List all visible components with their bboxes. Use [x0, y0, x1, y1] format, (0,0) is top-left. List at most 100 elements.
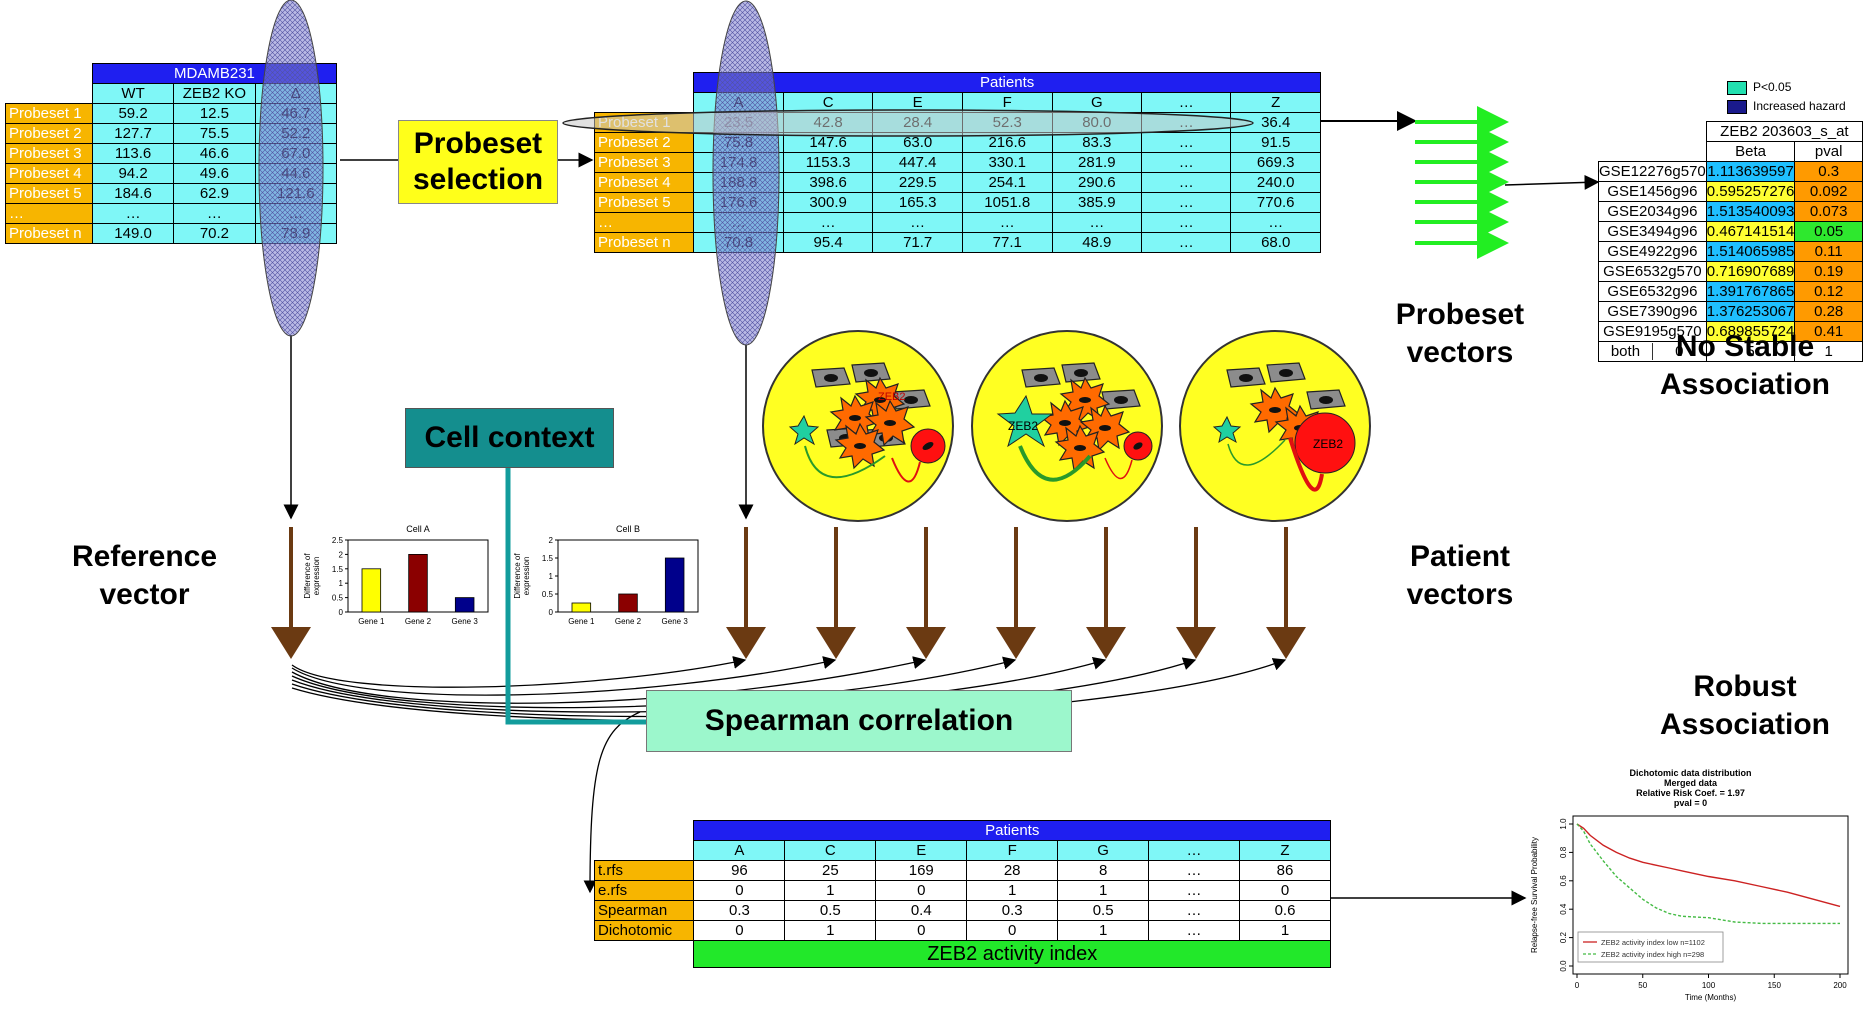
gse-row-label: GSE3494g96 — [1598, 221, 1707, 242]
cell-diagram-b: ZEB2 — [971, 330, 1163, 522]
table-cell: 46.6 — [173, 143, 256, 164]
y-axis-label: Difference ofexpression — [513, 553, 531, 599]
table-cell: 447.4 — [872, 152, 963, 173]
row-label: … — [593, 212, 695, 233]
table-cell: 1 — [1057, 920, 1150, 941]
bar — [454, 597, 475, 613]
table-cell: 80.0 — [1051, 112, 1143, 133]
gse-row-label: GSE1456g96 — [1598, 181, 1707, 202]
table-cell: 0.5 — [784, 900, 877, 921]
table-cell: 0 — [875, 920, 968, 941]
series-line — [1576, 823, 1841, 908]
row-label: Probeset 5 — [5, 183, 93, 204]
table-cell: 169 — [875, 860, 968, 881]
gse-beta-cell: 1.513540093 — [1705, 201, 1796, 222]
column-header: F — [961, 92, 1053, 113]
table-cell: 59.2 — [91, 103, 175, 124]
table-cell: 1153.3 — [782, 152, 874, 173]
row-label: Dichotomic — [593, 920, 695, 941]
gse-row-label: GSE4922g96 — [1598, 241, 1707, 262]
table-cell: 8 — [1057, 860, 1150, 881]
table-cell: 63.0 — [872, 132, 963, 153]
table-cell: 0 — [693, 920, 786, 941]
table-cell: 216.6 — [961, 132, 1053, 153]
column-header: Δ — [254, 83, 338, 104]
gse-footer-label: both — [1599, 343, 1653, 360]
bar — [571, 602, 592, 613]
table-cell: 0.5 — [1057, 900, 1150, 921]
gse-beta-cell: 0.467141514 — [1705, 221, 1796, 242]
table-cell: 398.6 — [782, 172, 874, 193]
table-cell: 127.7 — [91, 123, 175, 144]
zeb2-activity-index-bar: ZEB2 activity index — [693, 940, 1331, 968]
table-cell: 300.9 — [782, 192, 874, 213]
table-cell: … — [254, 203, 338, 224]
legend-item: Increased hazard — [1727, 99, 1846, 114]
table-cell: 113.6 — [91, 143, 175, 164]
table-cell: 147.6 — [782, 132, 874, 153]
table-cell: 96 — [693, 860, 786, 881]
gse-pval-cell: 0.19 — [1794, 261, 1863, 282]
plot-frame — [1572, 815, 1849, 975]
table-cell: 75.5 — [173, 123, 256, 144]
gse-pval-cell: 0.092 — [1794, 181, 1863, 202]
row-label: … — [5, 203, 93, 224]
row-label: Probeset n — [5, 223, 93, 244]
table-cell: 240.0 — [1230, 172, 1321, 193]
gse-row-label: GSE9195g570 — [1598, 321, 1707, 342]
table-cell: 254.1 — [961, 172, 1053, 193]
table-cell: … — [1141, 212, 1232, 233]
column-header: G — [1057, 840, 1150, 861]
chart-title: Cell A — [406, 524, 430, 534]
table-cell: … — [693, 212, 784, 233]
table-cell: 52.3 — [961, 112, 1053, 133]
table-cell: 28.4 — [872, 112, 963, 133]
table-cell: 25 — [784, 860, 877, 881]
table-cell: … — [91, 203, 175, 224]
table-cell: … — [1141, 192, 1232, 213]
table-cell: 70.2 — [173, 223, 256, 244]
table-cell: 1 — [1057, 880, 1150, 901]
gse-table-title: ZEB2 203603_s_at — [1705, 121, 1864, 142]
table-cell: 78.9 — [254, 223, 338, 244]
column-header: E — [875, 840, 968, 861]
column-header: A — [693, 92, 784, 113]
row-label: Probeset 5 — [593, 192, 695, 213]
table-cell: 176.6 — [693, 192, 784, 213]
table-cell: … — [1148, 880, 1240, 901]
gse-column-header: Beta — [1705, 141, 1796, 162]
row-label: Probeset 1 — [5, 103, 93, 124]
column-header: … — [1141, 92, 1232, 113]
cell-diagram-a: ZEB2 — [762, 330, 954, 522]
column-header: Z — [1239, 840, 1331, 861]
x-tick-label: 100 — [1702, 981, 1716, 990]
table-cell: 165.3 — [872, 192, 963, 213]
table-cell: … — [1141, 152, 1232, 173]
table-cell: 0.3 — [966, 900, 1059, 921]
table-cell: 385.9 — [1051, 192, 1143, 213]
legend: P<0.05 Increased hazard — [1727, 80, 1846, 114]
table-cell: 1 — [966, 880, 1059, 901]
legend-label: P<0.05 — [1753, 80, 1792, 94]
row-label: Probeset 4 — [5, 163, 93, 184]
no-stable-association-label: No Stable Association — [1659, 330, 1831, 401]
column-header: … — [1148, 840, 1240, 861]
table-cell: 94.2 — [91, 163, 175, 184]
table-cell: 70.8 — [693, 232, 784, 253]
gse-beta-cell: 0.689855724 — [1705, 321, 1796, 342]
row-label: Spearman — [593, 900, 695, 921]
table-cell: 0 — [875, 880, 968, 901]
x-axis-label: Time (Months) — [1685, 993, 1737, 1002]
table-cell: … — [1148, 860, 1240, 881]
